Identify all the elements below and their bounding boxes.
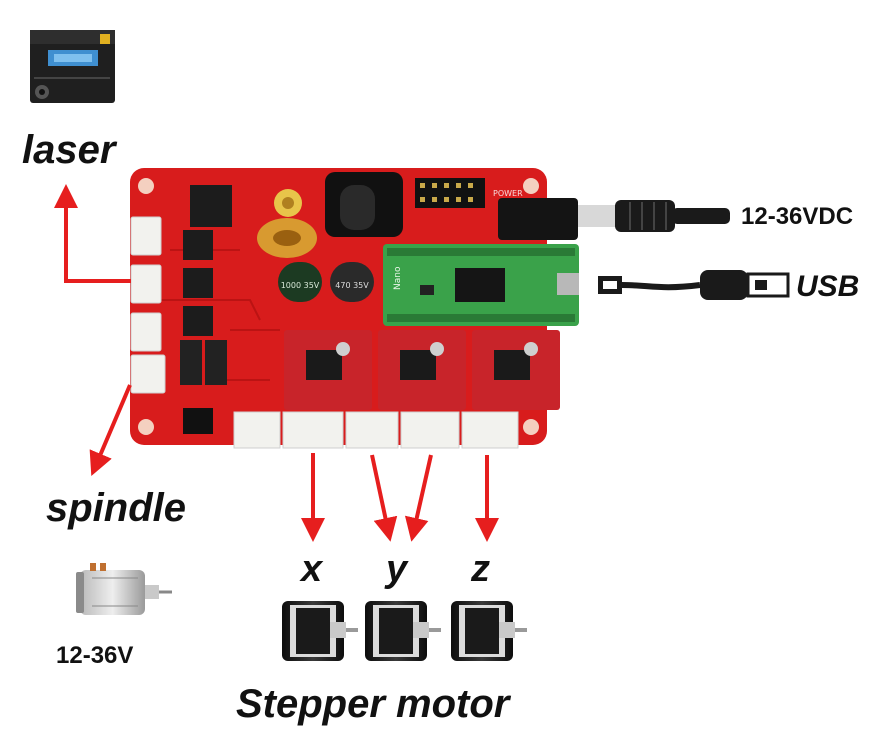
capacitor: 470 35V (330, 262, 374, 302)
laser-label: laser (22, 128, 116, 172)
usb-label: USB (796, 270, 860, 303)
arrow-laser (54, 184, 131, 283)
dc-barrel-plug-icon (578, 200, 730, 232)
power-silkscreen: POWER (493, 189, 523, 198)
arduino-nano: Nano (383, 244, 579, 326)
mounting-hole (523, 419, 539, 435)
axis-x-label: x (301, 548, 323, 590)
capacitor-label: 470 35V (335, 281, 369, 290)
capacitor: 1000 35V (278, 262, 322, 302)
arrow-y-right (404, 454, 433, 542)
mounting-hole (523, 178, 539, 194)
stepper-motor-icon (365, 601, 441, 661)
arrow-spindle (89, 384, 132, 477)
mounting-hole (138, 419, 154, 435)
pin-header (183, 408, 213, 434)
motor-connectors (233, 411, 519, 449)
arrows (54, 184, 499, 542)
spindle-connector (130, 354, 166, 394)
mosfet (190, 185, 232, 227)
mosfet (183, 230, 213, 260)
arduino-label: Nano (393, 266, 403, 290)
stepper-motor-icon (451, 601, 527, 661)
mosfet (183, 306, 213, 336)
stepper-motor-icon (282, 601, 358, 661)
top-pin-header (415, 178, 485, 208)
laser-module-icon (30, 30, 115, 103)
axis-z-label: z (471, 548, 490, 590)
stepper-driver-x (284, 330, 372, 410)
stepper-driver-z (472, 330, 560, 410)
stepper-motor-label: Stepper motor (236, 682, 510, 726)
capacitor-label: 1000 35V (281, 281, 320, 290)
dc-motor-icon (76, 563, 172, 615)
inductor (257, 189, 317, 258)
power-jack-body (325, 172, 403, 237)
controller-board: 1000 35V 470 35V POWER (130, 168, 579, 449)
stepper-driver-y (378, 330, 466, 410)
axis-y-label: y (386, 548, 408, 590)
arrow-y-left (370, 454, 398, 542)
regulator (205, 340, 227, 385)
laser-connectors (130, 216, 162, 352)
spindle-label: spindle (46, 486, 187, 530)
usb-cable-icon (598, 270, 790, 300)
mosfet (183, 268, 213, 298)
dc-jack (498, 198, 578, 240)
regulator (180, 340, 202, 385)
power-input-label: 12-36VDC (741, 203, 854, 230)
mounting-hole (138, 178, 154, 194)
spindle-voltage-label: 12-36V (56, 642, 134, 669)
